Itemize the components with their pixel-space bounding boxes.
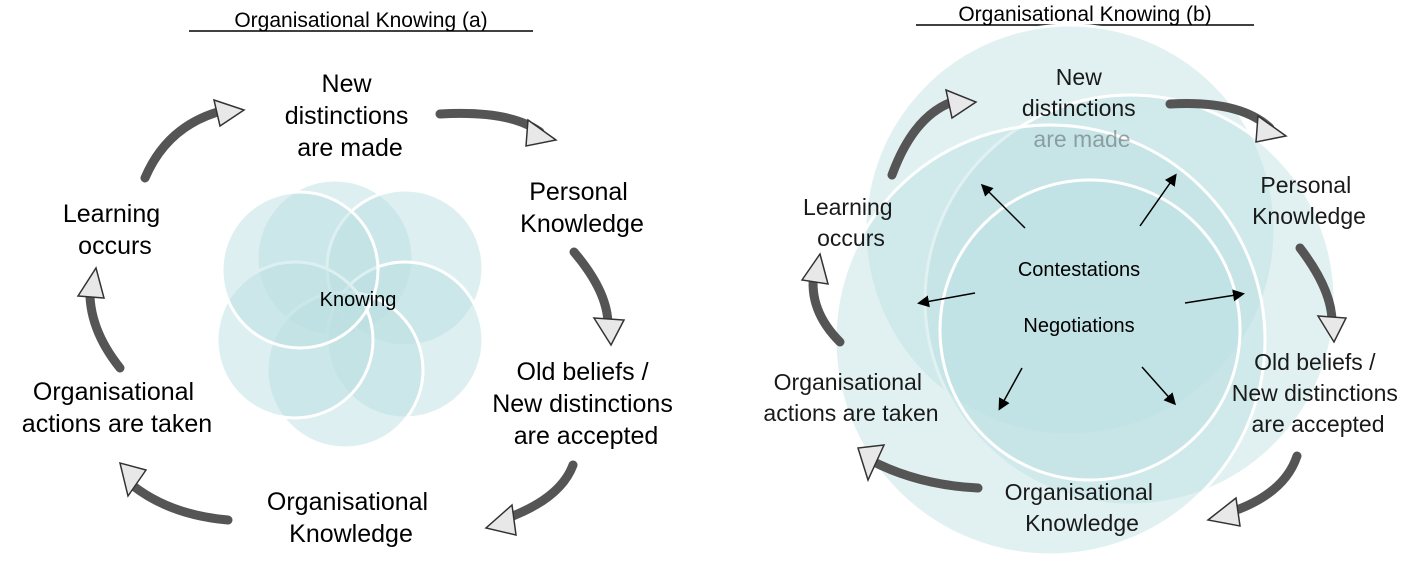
radiating-arrow-2 xyxy=(1139,173,1177,227)
stage-organisational-actions: Organisational actions are taken xyxy=(22,378,212,438)
stage-organisational-knowledge: Organisational Knowledge xyxy=(267,488,435,548)
radiating-arrow-1 xyxy=(980,183,1026,229)
stage-b-old-beliefs: Old beliefs / New distinctions are accep… xyxy=(1232,349,1405,437)
radiating-arrow-5 xyxy=(998,367,1023,411)
radiating-arrows xyxy=(917,173,1245,411)
cycle-arrow-4 xyxy=(127,480,233,525)
arrowhead-5 xyxy=(76,266,105,299)
flower-petal-6 xyxy=(220,190,380,350)
stage-b-new-distinctions: New distinctions are made xyxy=(1022,64,1142,152)
cycle-arrow-b-3 xyxy=(1223,451,1302,518)
radiating-arrow-4 xyxy=(1184,289,1245,304)
stage-new-distinctions: New distinctions are made xyxy=(285,70,416,162)
cycle-arrow-2 xyxy=(569,247,613,330)
arrowhead-b-4 xyxy=(857,444,886,483)
arrowhead-3 xyxy=(484,503,517,536)
cycle-arrow-b-2 xyxy=(1295,243,1337,327)
stage-old-beliefs: Old beliefs / New distinctions are accep… xyxy=(492,358,680,450)
arrowhead-4 xyxy=(118,461,148,498)
cycle-arrow-5 xyxy=(85,282,125,373)
arrowhead-b-2 xyxy=(1316,315,1348,344)
arrowhead-1 xyxy=(525,118,558,147)
stage-personal-knowledge: Personal Knowledge xyxy=(520,178,644,238)
arrowhead-b-3 xyxy=(1206,496,1241,527)
cycle-arrow-1 xyxy=(435,108,545,137)
cycle-arrow-b-4 xyxy=(865,455,983,493)
cycle-arrowheads-b xyxy=(800,88,1348,527)
knowing-label: Knowing xyxy=(320,289,397,311)
negotiations-label: Negotiations xyxy=(1023,315,1134,337)
arrowhead-2 xyxy=(592,317,626,347)
radiating-arrow-3 xyxy=(917,292,976,308)
panel-b-title: Organisational Knowing (b) xyxy=(958,3,1211,26)
stage-b-learning-occurs: Learning occurs xyxy=(803,194,899,251)
cycle-arrowheads-a xyxy=(76,98,626,536)
arrowhead-b-1 xyxy=(1255,114,1288,143)
knowing-flower xyxy=(215,178,485,450)
arrowhead-b-6 xyxy=(944,88,978,120)
stage-b-personal-knowledge: Personal Knowledge xyxy=(1252,172,1366,229)
stage-b-organisational-actions: Organisational actions are taken xyxy=(763,369,938,426)
panel-b: Organisational Knowing (b) Contestations… xyxy=(763,3,1405,557)
cycle-arrow-6 xyxy=(140,105,230,183)
arrowhead-b-5 xyxy=(800,252,830,285)
stage-b-organisational-knowledge: Organisational Knowledge xyxy=(1005,479,1160,536)
radiating-arrow-6 xyxy=(1141,366,1176,406)
contestations-label: Contestations xyxy=(1018,259,1140,281)
panel-a-title: Organisational Knowing (a) xyxy=(234,9,487,32)
arrowhead-6 xyxy=(212,98,246,128)
panel-a: Organisational Knowing (a) Knowing New d… xyxy=(22,9,680,548)
stage-learning-occurs: Learning occurs xyxy=(63,200,167,260)
